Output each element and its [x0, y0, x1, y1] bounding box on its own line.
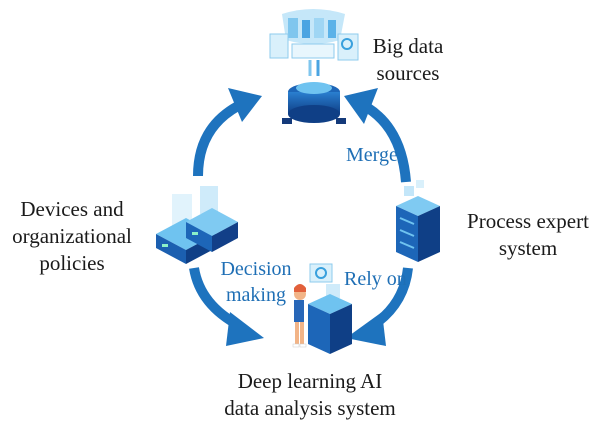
- person-with-server-icon: [292, 263, 352, 354]
- arrowhead-right-top: [344, 88, 378, 124]
- edge-label-decision-making: Decision making: [214, 256, 298, 308]
- node-label-line: sources: [376, 61, 440, 85]
- arrow-expert-to-bigdata: [365, 103, 411, 183]
- node-devices-policies: Devices and organizational policies: [2, 196, 142, 277]
- server-rack-icon: [396, 180, 440, 262]
- edge-label-merge: Merge: [346, 144, 398, 166]
- node-label-line: system: [498, 236, 558, 260]
- cloud-database-icon: [269, 9, 359, 124]
- node-label-line: Big data: [372, 34, 444, 58]
- arrow-devices-to-bigdata: [193, 101, 241, 177]
- node-label-line: Deep learning AI: [237, 369, 383, 393]
- node-label-line: Devices and: [20, 197, 124, 221]
- node-label-line: organizational: [12, 224, 132, 248]
- node-label-line: Process expert: [467, 209, 589, 233]
- arrowhead-left-bottom: [226, 312, 264, 346]
- arrow-heads: [226, 88, 386, 346]
- node-big-data-sources: Big data sources: [360, 33, 456, 87]
- server-pair-icon: [156, 186, 238, 264]
- edge-label-rely-on: Rely on: [344, 268, 407, 290]
- node-process-expert-system: Process expert system: [458, 208, 598, 262]
- node-deep-learning-system: Deep learning AI data analysis system: [205, 368, 415, 422]
- arrowhead-right-bottom: [346, 312, 386, 346]
- arrowhead-left-top: [228, 88, 262, 122]
- edge-label-line: making: [226, 284, 286, 306]
- edge-label-line: Decision: [220, 258, 292, 280]
- node-label-line: data analysis system: [224, 396, 396, 420]
- node-label-line: policies: [39, 251, 105, 275]
